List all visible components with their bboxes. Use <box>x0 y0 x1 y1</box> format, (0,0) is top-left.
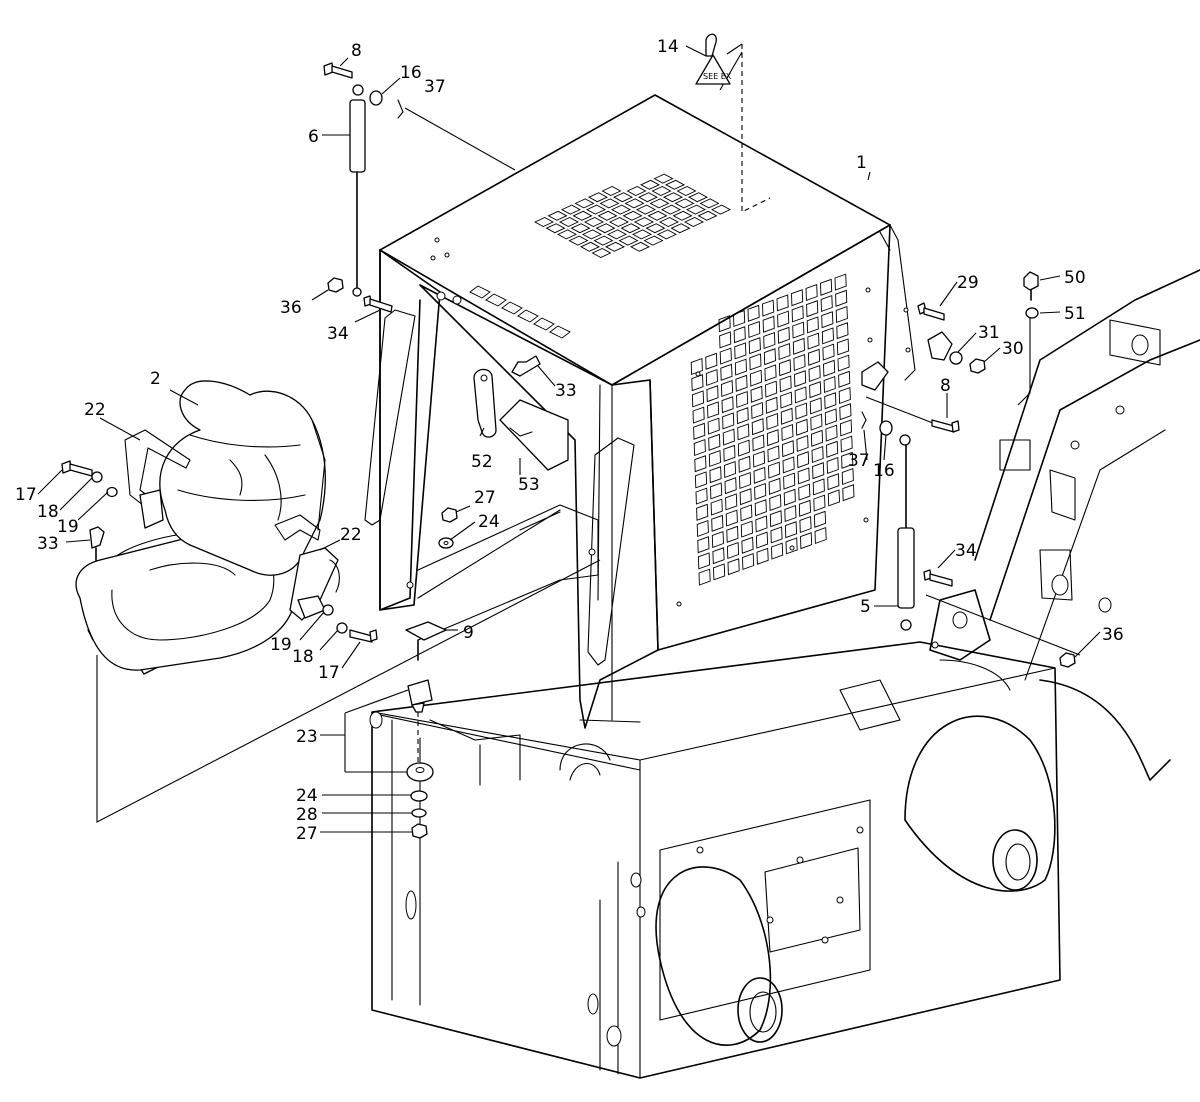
gas-strut-right <box>897 434 915 631</box>
callout-5: 5 <box>860 597 871 617</box>
callout-18: 18 <box>292 647 314 667</box>
warning-decal <box>695 54 731 85</box>
callout-30: 30 <box>1002 339 1024 359</box>
callout-19: 19 <box>57 517 79 537</box>
callout-34: 34 <box>327 324 349 344</box>
callout-17: 17 <box>15 485 37 505</box>
roof-grid <box>533 173 732 259</box>
callout-23: 23 <box>296 727 318 747</box>
callout-34: 34 <box>955 541 977 561</box>
callout-52: 52 <box>471 452 493 472</box>
callout-16: 16 <box>400 63 422 83</box>
decal-text: SEE EX <box>703 72 732 81</box>
callout-37: 37 <box>424 77 446 97</box>
callout-36: 36 <box>1102 625 1124 645</box>
callout-6: 6 <box>308 127 319 147</box>
callout-14: 14 <box>657 37 679 57</box>
callout-22: 22 <box>84 400 106 420</box>
callout-51: 51 <box>1064 304 1086 324</box>
callout-27: 27 <box>296 824 318 844</box>
callout-27: 27 <box>474 488 496 508</box>
callout-28: 28 <box>296 805 318 825</box>
callout-24: 24 <box>478 512 500 532</box>
callout-9: 9 <box>463 623 474 643</box>
callout-labels: 8 16 37 6 14 1 36 34 33 52 53 27 24 9 23… <box>15 37 1124 844</box>
callout-2: 2 <box>150 369 161 389</box>
callout-8: 8 <box>351 41 362 61</box>
callout-36: 36 <box>280 298 302 318</box>
callout-1: 1 <box>856 153 867 173</box>
callout-31: 31 <box>978 323 1000 343</box>
reference-lines <box>96 43 1081 823</box>
leader-lines <box>37 45 1101 833</box>
side-grid <box>690 273 855 586</box>
callout-16: 16 <box>873 461 895 481</box>
front-slots <box>469 285 571 339</box>
callout-33: 33 <box>555 381 577 401</box>
callout-37: 37 <box>848 451 870 471</box>
callout-8: 8 <box>940 376 951 396</box>
cab-rops <box>364 94 916 729</box>
hardware-parts: SEE EX <box>61 33 1076 839</box>
callout-17: 17 <box>318 663 340 683</box>
callout-24: 24 <box>296 786 318 806</box>
callout-53: 53 <box>518 475 540 495</box>
gas-strut-left <box>349 84 366 297</box>
machine-frame <box>369 269 1200 1079</box>
callout-22: 22 <box>340 525 362 545</box>
callout-33: 33 <box>37 534 59 554</box>
callout-50: 50 <box>1064 268 1086 288</box>
seat-assembly <box>75 380 340 675</box>
callout-29: 29 <box>957 273 979 293</box>
callout-19: 19 <box>270 635 292 655</box>
callout-18: 18 <box>37 502 59 522</box>
